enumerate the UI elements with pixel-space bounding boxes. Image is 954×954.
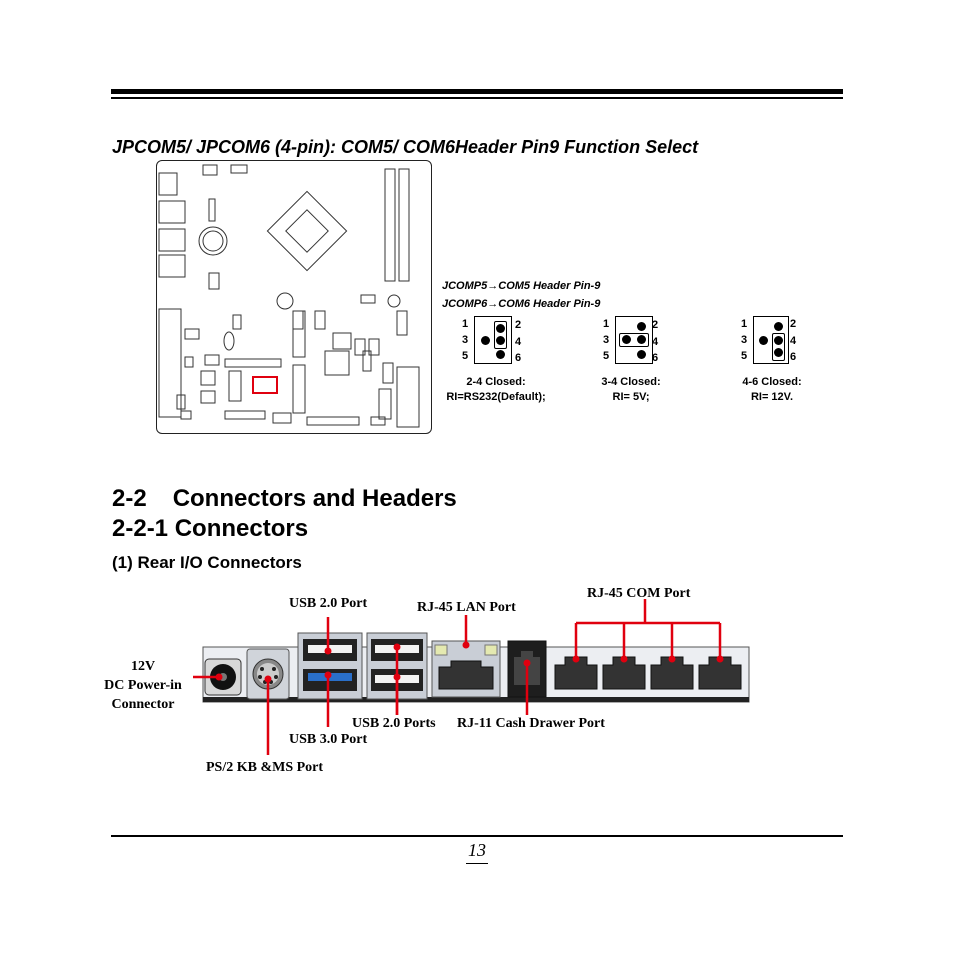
jumper-block bbox=[753, 316, 789, 364]
jumper-diagram-4-6: 1 3 5 2 4 6 bbox=[741, 316, 797, 364]
mapping-row-1: JCOMP5→COM5 Header Pin-9 bbox=[442, 280, 601, 292]
label-usb30-port: USB 3.0 Port bbox=[289, 732, 368, 747]
label-dc-power: 12V DC Power-in Connector bbox=[104, 659, 182, 712]
jumper-option-1: 2-4 Closed: RI=RS232(Default); bbox=[446, 376, 546, 403]
jumper-cap bbox=[619, 333, 649, 347]
jumper-cap bbox=[494, 321, 507, 349]
motherboard-diagram bbox=[156, 160, 432, 434]
jumper-diagram-2-4: 1 3 5 2 4 6 bbox=[462, 316, 522, 364]
jumper-block bbox=[615, 316, 653, 364]
jumper-block bbox=[474, 316, 512, 364]
header-rule-thick bbox=[111, 89, 843, 94]
label-rj11: RJ-11 Cash Drawer Port bbox=[457, 716, 605, 731]
jpcom-location-highlight bbox=[252, 376, 278, 394]
mapping-row-2: JCOMP6→COM6 Header Pin-9 bbox=[442, 298, 601, 310]
jumper-option-3: 4-6 Closed: RI= 12V. bbox=[742, 376, 802, 403]
section-title: JPCOM5/ JPCOM6 (4-pin): COM5/ COM6Header… bbox=[112, 137, 699, 157]
label-ps2: PS/2 KB &MS Port bbox=[206, 760, 324, 775]
label-usb20-ports: USB 2.0 Ports bbox=[352, 716, 436, 731]
motherboard-layout-svg bbox=[158, 164, 420, 428]
jumper-diagram-3-4: 1 3 5 2 4 6 bbox=[603, 316, 659, 364]
footer-rule bbox=[111, 835, 843, 837]
rear-io-svg bbox=[193, 599, 750, 755]
label-usb20-port: USB 2.0 Port bbox=[289, 596, 368, 611]
rear-io-diagram bbox=[95, 585, 855, 785]
label-rj45-lan: RJ-45 LAN Port bbox=[417, 600, 516, 615]
subheading-rear-io: (1) Rear I/O Connectors bbox=[112, 553, 302, 572]
jumper-cap bbox=[772, 333, 785, 361]
header-rule-thin bbox=[111, 97, 843, 99]
heading-2-2-1: 2-2-1 Connectors bbox=[112, 515, 309, 542]
page-number: 13 bbox=[466, 840, 488, 864]
jumper-option-2: 3-4 Closed: RI= 5V; bbox=[601, 376, 661, 403]
label-rj45-com: RJ-45 COM Port bbox=[587, 586, 691, 601]
